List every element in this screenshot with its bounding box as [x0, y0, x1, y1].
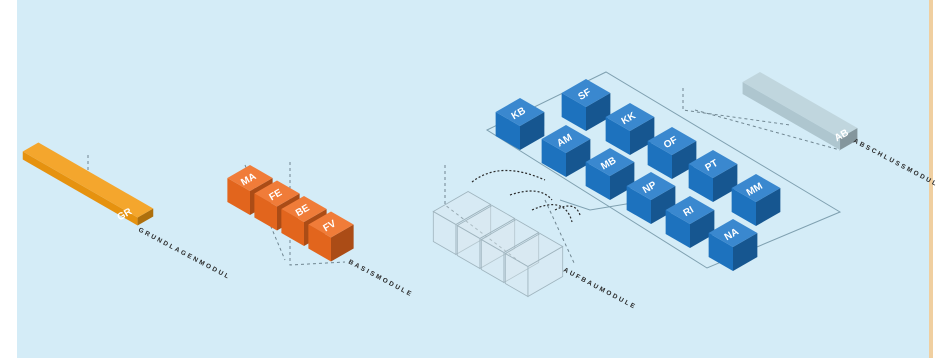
grundlagen-module-group: GR: [22, 142, 154, 226]
curved-arrows: [471, 169, 581, 223]
ghost-block: [480, 219, 540, 284]
grundlagen-block-gr: GR: [22, 142, 154, 226]
aufbau-block-ri: RI: [665, 196, 715, 248]
abschluss-module-group: AB: [742, 72, 858, 150]
basis-block-fv: FV: [308, 211, 354, 262]
aufbau-block-np: NP: [626, 172, 676, 224]
curved-arrow-icon: [509, 190, 553, 201]
leader-line-basis: [289, 162, 346, 266]
leader-line-abschluss-right: [694, 109, 841, 151]
leader-line-aufbau: [444, 165, 521, 263]
curved-arrow-icon: [471, 169, 546, 183]
aufbau-block-na: NA: [708, 219, 758, 271]
label-aufbaumodule: AUFBAUMODULE: [562, 267, 638, 312]
label-grundlagenmodul: GRUNDLAGENMODUL: [137, 227, 232, 282]
ghost-block: [456, 205, 516, 270]
leader-line-abschluss: [682, 88, 791, 126]
curved-arrow-icon: [531, 204, 573, 223]
curved-arrow-icon: [554, 205, 581, 216]
aufbau-block-mm: MM: [731, 174, 781, 226]
label-basismodule: BASISMODULE: [347, 259, 414, 299]
aufbau-block-sf: SF: [561, 79, 611, 131]
aufbau-block-kb: KB: [495, 98, 545, 150]
ghost-block: [504, 233, 564, 298]
aufbau-block-kk: KK: [605, 103, 655, 155]
aufbau-block-am: AM: [541, 125, 591, 177]
aufbau-block-mb: MB: [585, 148, 635, 200]
leader-line-basis-left: [244, 164, 286, 261]
page-margin: [933, 0, 949, 358]
ghost-block: [432, 191, 492, 256]
diagram-background: [17, 0, 929, 358]
abschluss-block-ab: AB: [742, 72, 858, 150]
label-abschlussmodul: ABSCHLUSSMODUL: [852, 138, 939, 189]
aufbau-block-pt: PT: [688, 150, 738, 202]
accent-border: [929, 0, 933, 358]
aufbau-ghost-blocks: [432, 191, 564, 298]
aufbau-block-of: OF: [647, 127, 697, 179]
